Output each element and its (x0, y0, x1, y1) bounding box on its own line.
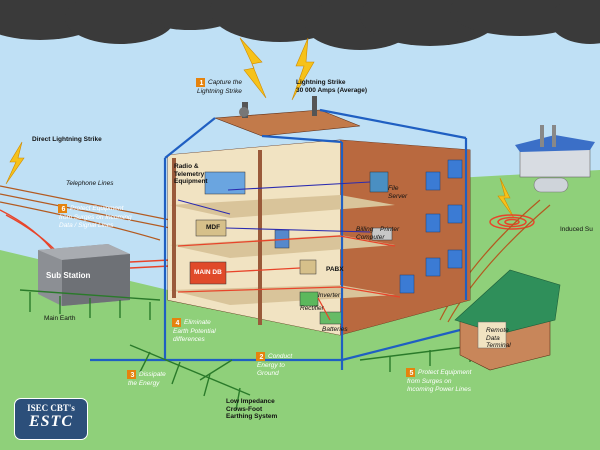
main-db-label: MAIN DB (194, 269, 222, 276)
rectifier-label: Rectifier (300, 305, 324, 312)
telephone-lines-label: Telephone Lines (66, 180, 114, 187)
storm-clouds (0, 0, 600, 50)
step-badges (58, 78, 415, 379)
sub-station-label: Sub Station (46, 271, 91, 280)
lightning-conductors (90, 108, 468, 370)
induced-surge-rings (489, 214, 535, 230)
radio-telemetry-label: Radio & Telemetry Equipment (174, 163, 208, 185)
equipment (189, 171, 393, 325)
radio-telemetry-equipment (204, 171, 246, 195)
main-earth-label: Main Earth (44, 315, 76, 322)
logo-line1: ISEC CBT's (27, 403, 75, 413)
main-db-panel (189, 261, 227, 285)
sub-station (38, 244, 130, 306)
billing-computer-label: Billing Computer (356, 226, 385, 241)
logo-line2: ESTC (28, 413, 73, 430)
earthing-system-label: Low Impedance Crows-Foot Earthing System (226, 398, 278, 420)
internal-wiring (177, 235, 401, 321)
data-wiring (177, 181, 371, 233)
remote-terminal-building (454, 269, 561, 371)
file-server-label: File Server (388, 185, 408, 200)
mdf-label: MDF (206, 224, 221, 231)
battery-bank (319, 311, 343, 325)
remote-terminal-label: Remote Data Terminal (486, 327, 511, 349)
factory (515, 125, 595, 193)
printer-label: Printer (380, 226, 400, 233)
estc-logo: ISEC CBT's ESTC (14, 398, 88, 440)
induced-surge-label: Induced Su (560, 226, 593, 233)
printer (371, 227, 393, 241)
batteries-label: Batteries (322, 326, 348, 333)
lightning-strike-amps-label: Lightning Strike 30 000 Amps (Average) (296, 79, 368, 94)
file-server (369, 171, 389, 193)
pabx-unit (299, 259, 317, 275)
pabx-label: PABX (326, 266, 344, 273)
inverter-label: Inverter (318, 292, 341, 299)
direct-lightning-strike-label: Direct Lightning Strike (32, 136, 102, 143)
inverter-unit (299, 291, 319, 307)
